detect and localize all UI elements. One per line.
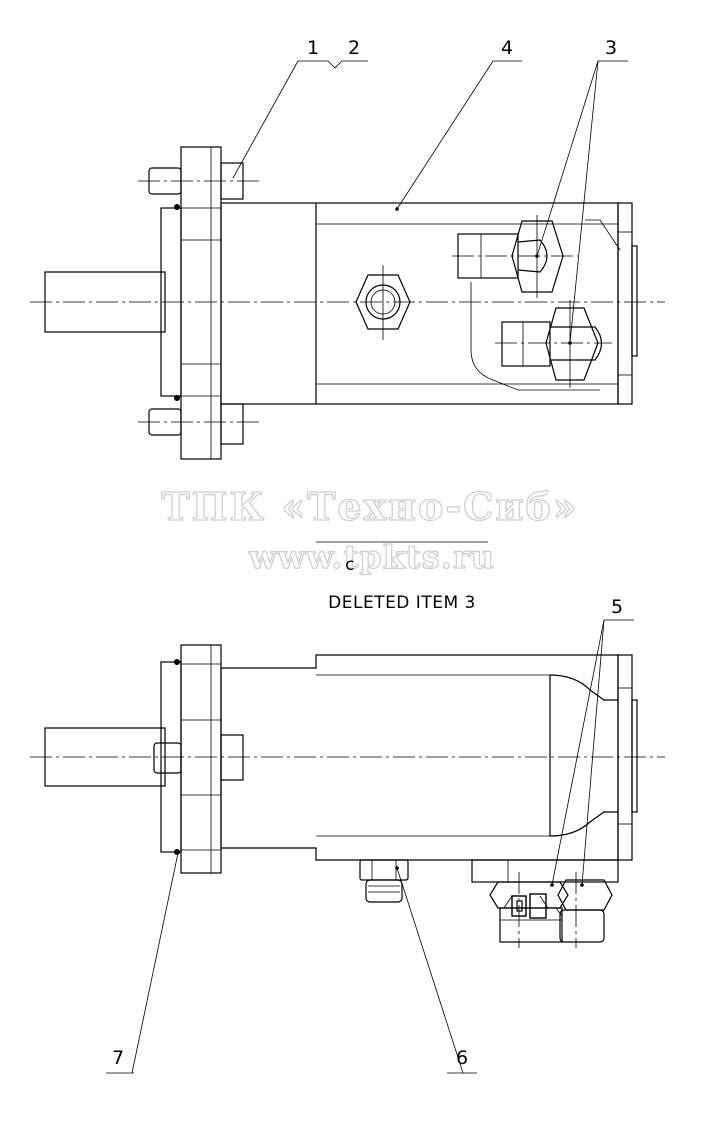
bottom-oring-lower xyxy=(174,849,180,855)
top-end-cover xyxy=(617,202,633,405)
label-item-5: 5 xyxy=(611,596,623,618)
label-item-6: 6 xyxy=(456,1047,468,1069)
bottom-callouts: 5 6 7 xyxy=(106,596,634,1074)
bottom-fittings xyxy=(489,872,613,948)
bottom-plug xyxy=(359,859,409,903)
top-port-fittings xyxy=(452,215,621,391)
label-item-7: 7 xyxy=(112,1047,124,1069)
watermark-company: ТПК «Техно-Сиб» xyxy=(161,484,578,529)
note-text: DELETED ITEM 3 xyxy=(328,593,476,613)
bottom-view xyxy=(30,644,665,948)
bottom-port-block xyxy=(471,859,619,883)
bottom-boss-right xyxy=(220,734,244,781)
label-item-3: 3 xyxy=(605,37,617,59)
note-symbol: c xyxy=(345,555,355,575)
top-housing xyxy=(220,202,619,405)
bottom-oring-upper xyxy=(174,659,180,665)
top-callouts: 1 2 4 3 xyxy=(232,37,628,345)
bottom-end-cover xyxy=(617,654,633,861)
top-bolt-lower xyxy=(138,403,260,445)
top-oring-upper xyxy=(174,204,180,210)
label-item-2: 2 xyxy=(348,37,360,59)
label-item-4: 4 xyxy=(501,37,513,59)
watermark: ТПК «Техно-Сиб» www.tpkts.ru xyxy=(161,483,578,576)
top-bolt-upper xyxy=(138,162,260,200)
bottom-flange xyxy=(180,644,222,874)
label-item-1: 1 xyxy=(307,37,319,59)
bottom-housing xyxy=(220,654,619,861)
top-oring-lower xyxy=(174,395,180,401)
bottom-boss-left xyxy=(153,742,182,774)
top-view xyxy=(30,146,665,460)
top-center-plug xyxy=(355,265,411,340)
watermark-url: www.tpkts.ru xyxy=(248,538,495,576)
deletion-note: c DELETED ITEM 3 xyxy=(316,541,488,613)
top-flange xyxy=(180,146,222,460)
